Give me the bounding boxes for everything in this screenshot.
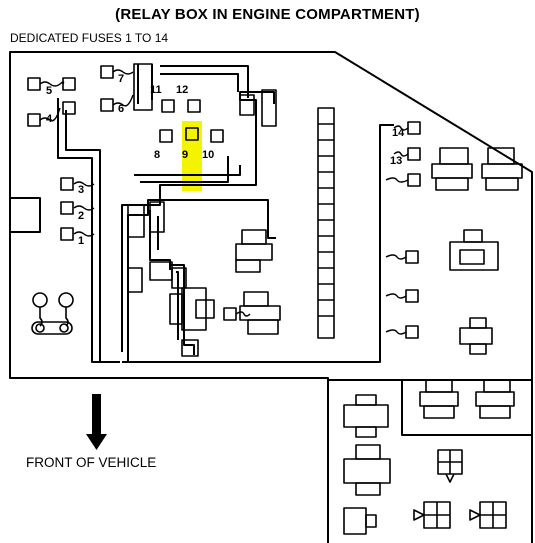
fuse-label-10: 10: [202, 149, 214, 161]
left-run: [57, 98, 120, 363]
fuse-label-5: 5: [46, 85, 52, 97]
fuse-slot-4a: [27, 113, 41, 127]
fuse-label-9: 9: [182, 149, 188, 161]
centre-relays: [169, 229, 281, 335]
fuse-label-3: 3: [78, 184, 84, 196]
front-of-vehicle-label: FRONT OF VEHICLE: [26, 455, 157, 470]
fuse-slot-12: [187, 99, 201, 113]
front-arrow-icon: [86, 394, 107, 450]
fuse-label-6: 6: [118, 103, 124, 115]
fuse-slot-1: [60, 227, 74, 241]
fuse-links: [39, 69, 409, 335]
fuse-slot-5a: [27, 77, 41, 91]
fuse-9-highlight: [182, 121, 202, 191]
fuse-slot-7a: [100, 65, 114, 79]
fuse-slot-3: [60, 177, 74, 191]
relay-box-lower-divider: [401, 380, 532, 436]
fuse-slot-14: [407, 121, 421, 135]
fuse-slot-2: [60, 201, 74, 215]
fuse-slot-13b: [407, 173, 421, 187]
relay-box-outline: [9, 51, 533, 381]
fuses-subtitle: DEDICATED FUSES 1 TO 14: [10, 31, 169, 45]
lamp-sockets: [31, 292, 74, 335]
fuse-slot-r1: [405, 250, 419, 264]
relay-block-left-upper: [133, 63, 153, 111]
fuse-label-14: 14: [392, 127, 405, 139]
fuse-label-2: 2: [78, 210, 84, 222]
fuse-label-1: 1: [78, 235, 84, 247]
fuse-slot-13: [407, 147, 421, 161]
connector-plugs: [127, 89, 277, 357]
fuse-slot-6a: [100, 98, 114, 112]
fuse-slot-c1: [223, 307, 237, 321]
fuse-slot-8: [159, 129, 173, 143]
fuse-slot-r3: [405, 325, 419, 339]
fuse-label-8: 8: [154, 149, 160, 161]
fuse-slot-9: [185, 127, 199, 141]
fuse-slot-10: [210, 129, 224, 143]
fuse-slot-11: [161, 99, 175, 113]
fuse-label-11: 11: [150, 84, 162, 96]
lower-centre-run: [170, 264, 195, 355]
fuse-label-13: 13: [390, 155, 402, 167]
lower-relays: [343, 379, 515, 535]
relay-box-notch: [10, 197, 41, 233]
centre-run: [134, 156, 241, 270]
fuse-label-12: 12: [176, 84, 188, 96]
vertical-fuse-strip: [317, 107, 335, 339]
right-relays: [431, 147, 523, 355]
relay-box-lower-extension: [327, 380, 533, 543]
fuse-label-7: 7: [118, 73, 124, 85]
fuse-slot-r2: [405, 289, 419, 303]
fuse-slot-4b: [62, 101, 76, 115]
fuse-label-4: 4: [46, 113, 53, 125]
diagram-title: (RELAY BOX IN ENGINE COMPARTMENT): [115, 6, 420, 23]
fuse-slot-5b: [62, 77, 76, 91]
